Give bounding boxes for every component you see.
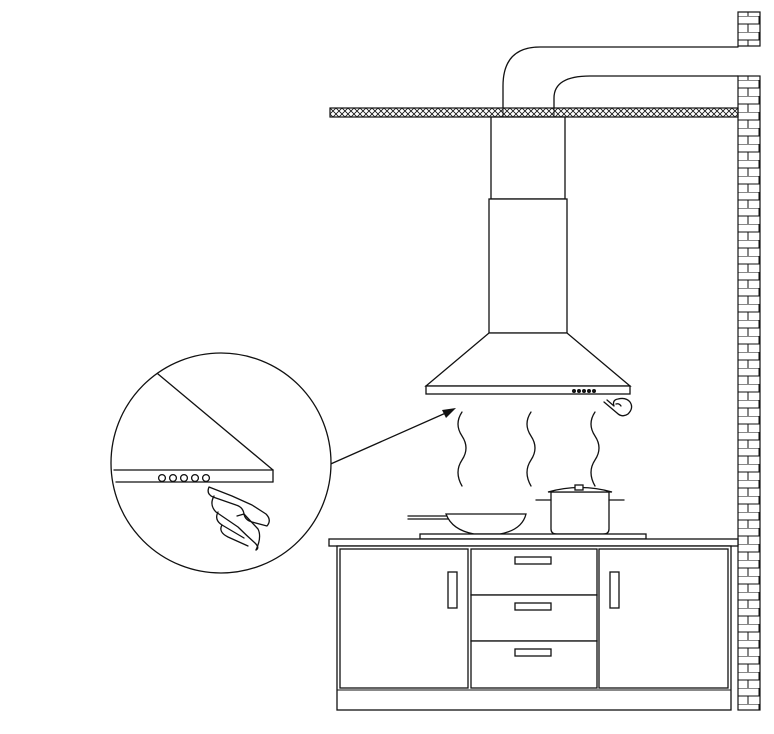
detail-button[interactable]: [201, 473, 211, 483]
hood-control-panel: [572, 389, 596, 393]
drawer-bottom[interactable]: [470, 640, 598, 689]
steam-plumes: [457, 411, 600, 487]
hood-chimney: [488, 116, 568, 334]
drawer-handle[interactable]: [514, 556, 552, 565]
detail-button[interactable]: [157, 473, 167, 483]
drawer-top[interactable]: [470, 548, 598, 596]
hood-button[interactable]: [572, 389, 576, 393]
cabinet-door-left[interactable]: [339, 548, 469, 689]
ceiling-slab: [329, 107, 739, 118]
drawer-handle[interactable]: [514, 648, 552, 657]
cabinet-door-right[interactable]: [598, 548, 729, 689]
steam-plume: [457, 411, 467, 487]
detail-button[interactable]: [179, 473, 189, 483]
hand-press-icon: [207, 486, 270, 551]
hood-button[interactable]: [592, 389, 596, 393]
base-cabinet: [336, 545, 732, 711]
hood-canopy: [424, 332, 632, 395]
cooktop: [419, 533, 647, 540]
hood-button[interactable]: [587, 389, 591, 393]
steam-plume: [590, 411, 600, 487]
hood-button[interactable]: [577, 389, 581, 393]
cooking-pot: [535, 484, 625, 535]
finger-press-icon: [603, 397, 633, 417]
drawer-handle[interactable]: [514, 602, 552, 611]
countertop: [328, 538, 739, 547]
detail-button[interactable]: [168, 473, 178, 483]
door-handle[interactable]: [609, 571, 620, 609]
exhaust-duct: [502, 46, 739, 117]
steam-plume: [526, 411, 536, 487]
brick-wall: [737, 11, 761, 711]
frying-pan: [407, 513, 527, 535]
door-handle[interactable]: [447, 571, 458, 609]
hood-button[interactable]: [582, 389, 586, 393]
drawer-middle[interactable]: [470, 594, 598, 642]
detail-button[interactable]: [190, 473, 200, 483]
detail-magnifier: [110, 352, 332, 574]
